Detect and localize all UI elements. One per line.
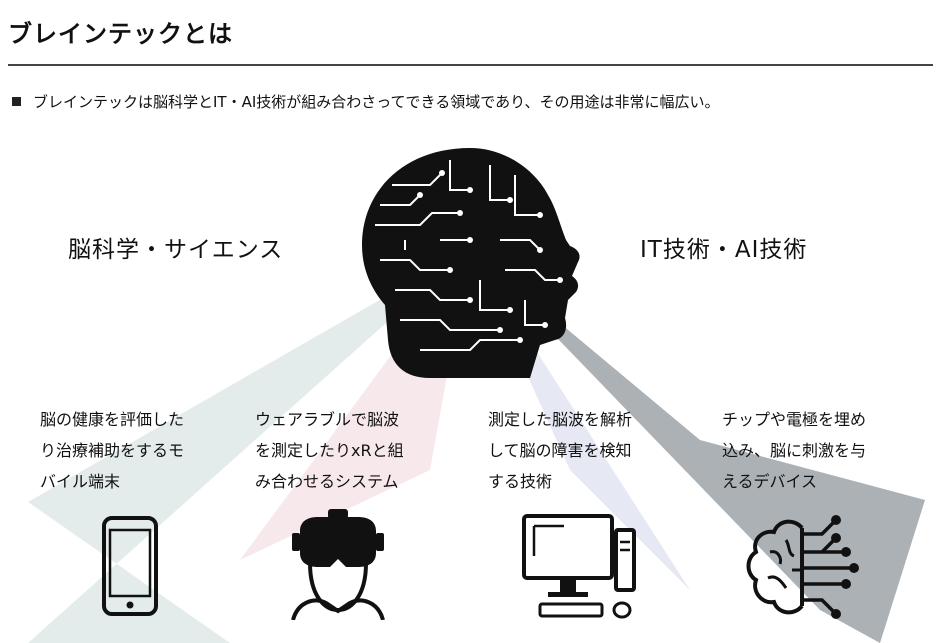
ray-mobile — [28, 248, 470, 643]
square-bullet-icon — [12, 97, 21, 106]
circuit-head-icon — [362, 148, 580, 378]
page-title: ブレインテックとは — [8, 20, 233, 48]
science-label: 脳科学・サイエンス — [68, 237, 284, 263]
smartphone-icon — [102, 516, 158, 616]
use-analysis-text: 測定した脳波を解析 して脳の障害を検知 する技術 — [488, 410, 633, 491]
summary-text: ブレインテックは脳科学とIT・AI技術が組み合わさってできる領域であり、その用途… — [33, 93, 720, 111]
circuit-brain-icon — [746, 515, 859, 619]
ray-device — [470, 248, 925, 643]
it-ai-label: IT技術・AI技術 — [640, 237, 808, 263]
use-device-text: チップや電極を埋め 込み、脳に刺激を与 えるデバイス — [722, 410, 867, 491]
use-wearable-text: ウェアラブルで脳波 を測定したりxRと組 み合わせるシステム — [255, 410, 404, 491]
title-divider — [8, 64, 933, 66]
summary-bullet: ブレインテックは脳科学とIT・AI技術が組み合わさってできる領域であり、その用途… — [12, 91, 719, 112]
vr-headset-icon — [291, 509, 385, 620]
desktop-computer-icon — [522, 514, 636, 619]
use-mobile-text: 脳の健康を評価した り治療補助をするモ バイル端末 — [40, 410, 185, 491]
